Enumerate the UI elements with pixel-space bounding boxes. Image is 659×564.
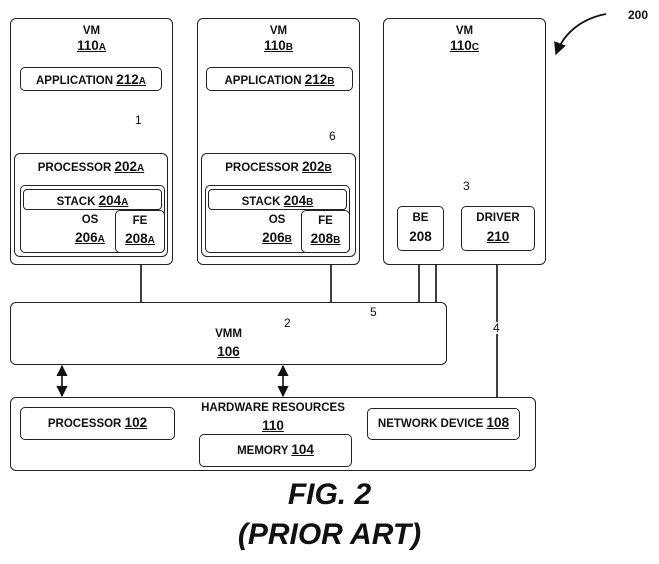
os-a-label: OS (81, 214, 99, 226)
fe-b-box (301, 210, 350, 253)
hardware-resources-ref: 110 (262, 418, 284, 433)
processor-b-label: PROCESSOR 202B (225, 159, 332, 174)
processor-hw-box (20, 407, 175, 440)
os-a-ref: 206A (75, 230, 105, 245)
figure-caption: FIG. 2 (287, 478, 372, 511)
fe-a-label: FE (132, 215, 148, 227)
hardware-resources-label: HARDWARE RESOURCES (201, 402, 345, 414)
stack-a-inner-box (23, 189, 162, 210)
fe-a-box (115, 210, 165, 253)
vm-c-ref: 110C (449, 38, 479, 53)
fe-b-ref: 208B (310, 231, 341, 246)
fe-a-ref: 208A (125, 231, 155, 246)
application-a-label: APPLICATION 212A (35, 72, 147, 87)
driver-label: DRIVER (476, 212, 520, 224)
path-3-label: 3 (461, 179, 472, 193)
memory-box (199, 434, 352, 467)
application-b-box (206, 67, 353, 91)
os-b-ref: 206B (262, 230, 292, 245)
path-1-label: 1 (133, 113, 144, 127)
vm-a-title: VM (82, 25, 101, 37)
stack-b-label: STACK 204B (241, 193, 314, 208)
vm-c-title: VM (455, 25, 474, 37)
be-ref: 208 (409, 229, 432, 244)
os-b-label: OS (268, 214, 286, 226)
path-2-label: 2 (282, 316, 293, 330)
processor-hw-label: PROCESSOR 102 (47, 415, 148, 430)
stack-b-inner-box (208, 189, 347, 210)
path-5-label: 5 (368, 305, 379, 319)
figure-ref-label: 200 (628, 8, 649, 22)
stack-a-label: STACK 204A (56, 193, 129, 208)
vmm-label: VMM (215, 328, 242, 340)
processor-a-label: PROCESSOR 202A (37, 159, 145, 174)
memory-label: MEMORY 104 (237, 442, 314, 457)
vm-b-title: VM (269, 25, 288, 37)
be-label: BE (412, 212, 429, 224)
application-a-box (20, 67, 162, 91)
be-box (397, 206, 444, 251)
fe-b-label: FE (318, 215, 333, 227)
driver-box (461, 206, 535, 251)
application-b-label: APPLICATION 212B (224, 72, 335, 87)
prior-art-caption: (PRIOR ART) (237, 518, 422, 551)
vm-b-ref: 110B (263, 38, 293, 53)
path-4-label: 4 (491, 321, 502, 335)
driver-ref: 210 (486, 229, 510, 244)
path-6-label: 6 (327, 129, 338, 143)
vmm-ref: 106 (217, 344, 240, 359)
figure-ref-arrow (554, 13, 607, 56)
network-device-box (367, 408, 520, 440)
network-device-label: NETWORK DEVICE 108 (377, 415, 510, 430)
vm-a-ref: 110A (76, 38, 106, 53)
